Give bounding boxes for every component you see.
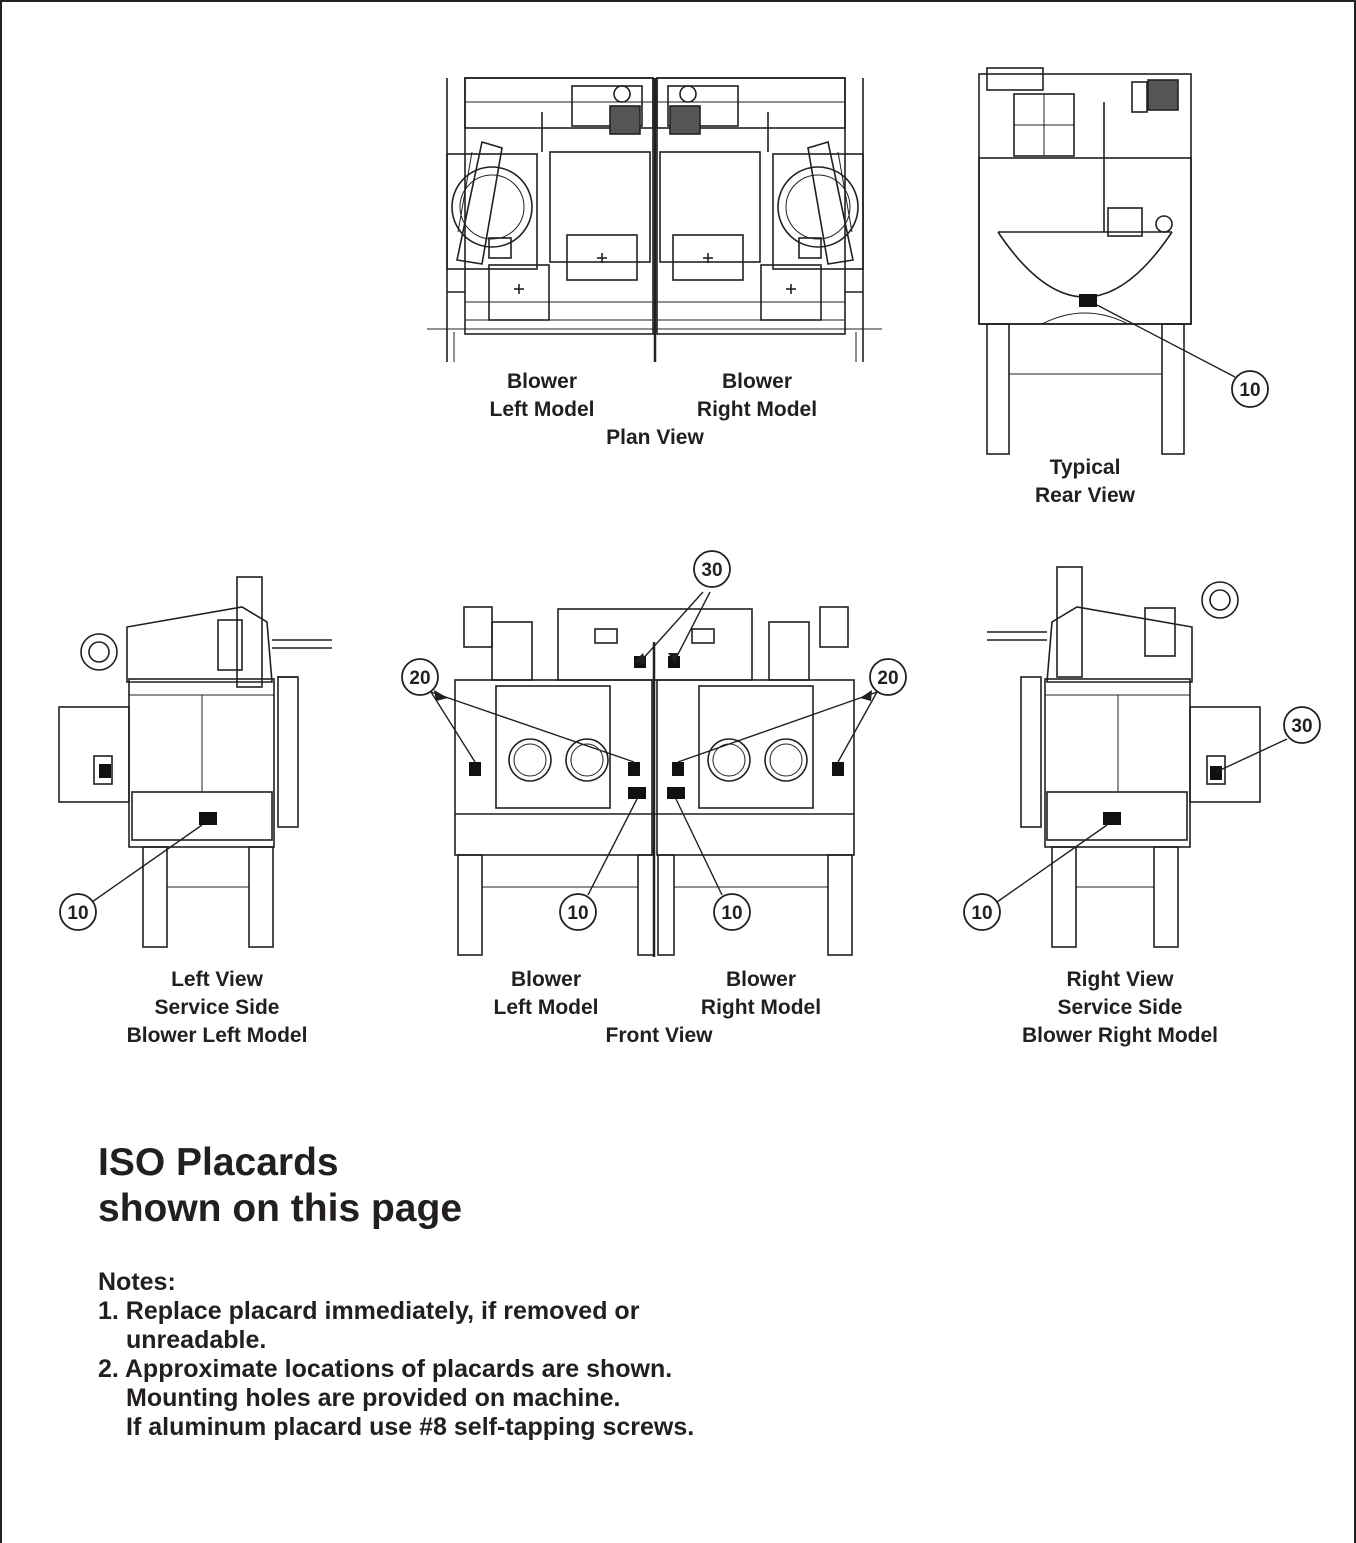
plan-blower-right-caption: Blower Right Model bbox=[696, 370, 818, 421]
callout-10-front-left: 10 bbox=[567, 903, 588, 924]
callout-10-rear: 10 bbox=[1239, 380, 1260, 401]
callout-20-right: 20 bbox=[877, 668, 898, 689]
front-blower-right-caption: Blower Right Model bbox=[700, 968, 822, 1019]
note-2-line-2: Mounting holes are provided on machine. bbox=[126, 1384, 621, 1412]
note-1-line-1: 1. Replace placard immediately, if remov… bbox=[98, 1297, 640, 1325]
callout-10-right: 10 bbox=[971, 903, 992, 924]
plan-blower-left-caption: Blower Left Model bbox=[489, 370, 595, 421]
rear-view-caption: Typical Rear View bbox=[1034, 456, 1135, 507]
notes-block: Notes: 1. Replace placard immediately, i… bbox=[98, 1268, 694, 1442]
notes-label: Notes: bbox=[98, 1268, 176, 1296]
left-view-drawing bbox=[58, 576, 332, 948]
leader-arrowheads bbox=[434, 653, 872, 701]
right-view-drawing bbox=[987, 566, 1261, 948]
page-heading: ISO Placards shown on this page bbox=[98, 1141, 463, 1230]
callout-20-left: 20 bbox=[409, 668, 430, 689]
note-2-line-3: If aluminum placard use #8 self-tapping … bbox=[126, 1413, 695, 1441]
callout-30-right: 30 bbox=[1291, 716, 1312, 737]
callout-10-front-right: 10 bbox=[721, 903, 742, 924]
callout-numbers: 10 10 10 10 10 30 20 20 30 bbox=[67, 380, 1312, 924]
plan-view-drawing bbox=[427, 77, 882, 362]
front-view-drawing bbox=[454, 606, 855, 957]
callout-10-left: 10 bbox=[67, 903, 88, 924]
note-2-line-1: 2. Approximate locations of placards are… bbox=[98, 1355, 673, 1383]
leader-lines bbox=[91, 304, 1288, 903]
right-view-caption: Right View Service Side Blower Right Mod… bbox=[1022, 968, 1218, 1047]
front-blower-left-caption: Blower Left Model bbox=[493, 968, 599, 1019]
note-1-line-2: unreadable. bbox=[126, 1326, 267, 1354]
rear-view-drawing bbox=[978, 67, 1192, 455]
left-view-caption: Left View Service Side Blower Left Model bbox=[126, 968, 308, 1047]
callout-bubbles bbox=[59, 370, 1321, 931]
callout-30-front: 30 bbox=[701, 560, 722, 581]
front-view-title: Front View bbox=[605, 1024, 713, 1047]
plan-view-title: Plan View bbox=[606, 426, 704, 449]
